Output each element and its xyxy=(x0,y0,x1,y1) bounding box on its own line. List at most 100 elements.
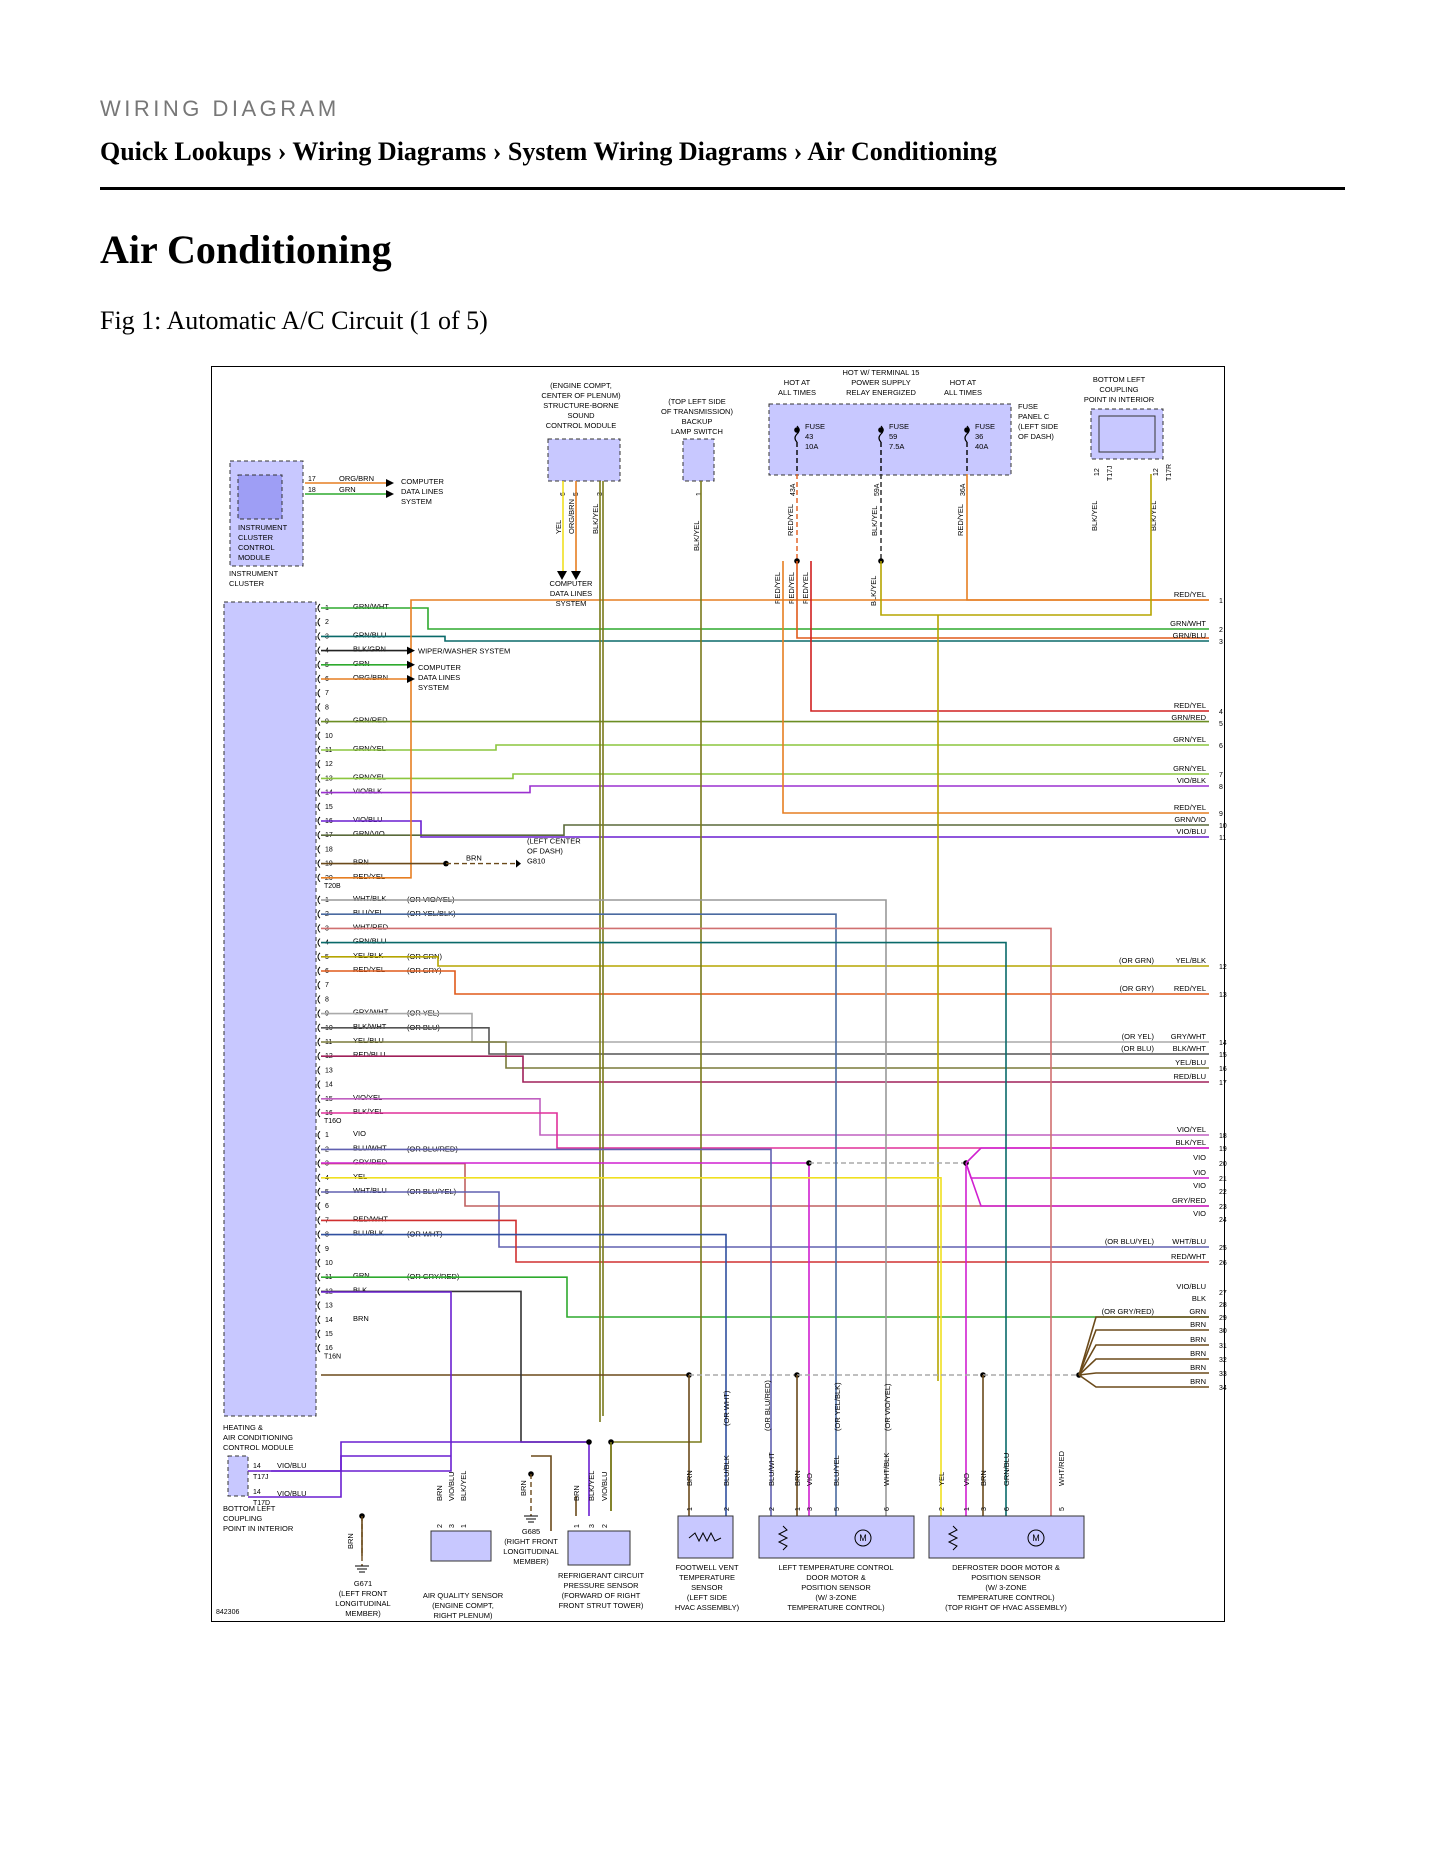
ground-icon xyxy=(524,1515,538,1523)
hvac-wire xyxy=(321,599,1209,879)
hvac-wire-label: BLK xyxy=(353,1285,367,1294)
pin-bracket xyxy=(317,1230,321,1239)
pin-bracket xyxy=(317,1051,321,1061)
motor-icon xyxy=(1027,1529,1045,1547)
fuse-wire-label: BLK/YEL xyxy=(870,506,879,536)
right-terminal-wire-label: GRY/RED xyxy=(1172,1196,1207,1205)
left-temp-control-label: DOOR MOTOR & xyxy=(806,1573,865,1582)
pin-bracket xyxy=(317,759,321,769)
brn-fan xyxy=(1078,1374,1209,1388)
vio-branch xyxy=(965,1147,1209,1164)
hvac-pin-number: 7 xyxy=(325,982,329,989)
right-terminal-number: 23 xyxy=(1219,1204,1227,1211)
hvac-wire-label: RED/WHT xyxy=(353,1214,388,1223)
fuse-pin-label: 43A xyxy=(790,483,797,496)
left-temp-wire-note: (OR BLU/RED) xyxy=(763,1380,772,1431)
footwell-sensor-label: (LEFT SIDE xyxy=(687,1593,727,1602)
right-terminal-number: 7 xyxy=(1219,772,1223,779)
top-coupling-connector: T17J xyxy=(1107,465,1114,481)
motor-icon xyxy=(854,1529,872,1547)
defroster-pin: 5 xyxy=(1059,1507,1066,1511)
pin-bracket xyxy=(317,802,321,812)
hvac-wire-label: GRN xyxy=(353,1271,370,1280)
backup-switch-label: OF TRANSMISSION) xyxy=(661,407,733,416)
defroster-motor-box xyxy=(928,1515,1085,1559)
g685-label: LONGITUDINAL xyxy=(503,1547,558,1556)
refrigerant-sensor-label: FRONT STRUT TOWER) xyxy=(559,1601,644,1610)
fuse-panel-top-label: ALL TIMES xyxy=(944,388,982,397)
g671-label: MEMBER) xyxy=(345,1609,381,1618)
fuse-panel-top-label: ALL TIMES xyxy=(778,388,816,397)
pin-bracket xyxy=(317,674,321,684)
hvac-wire-label: GRN/BLU xyxy=(353,630,386,639)
top-coupling-wire-label: BLK/YEL xyxy=(1149,501,1158,531)
ground-g810-label: G810 xyxy=(527,857,545,866)
thermistor-icon xyxy=(688,1531,722,1543)
defroster-motor-label: (TOP RIGHT OF HVAC ASSEMBLY) xyxy=(945,1603,1067,1612)
top-coupling-label: BOTTOM LEFT xyxy=(1093,375,1146,384)
pin-bracket xyxy=(317,1201,321,1211)
g685-wire xyxy=(531,1455,552,1531)
pin-bracket xyxy=(317,995,321,1004)
left-temp-pin: 1 xyxy=(795,1507,802,1511)
hvac-wire-label: BLK/GRN xyxy=(353,645,386,654)
right-terminal-wire-label: VIO xyxy=(1193,1209,1206,1218)
breadcrumb[interactable]: Quick Lookups › Wiring Diagrams › System… xyxy=(100,137,997,166)
pin-bracket xyxy=(317,816,321,826)
hvac-wire xyxy=(321,970,1209,995)
right-terminal-wire-label: BRN xyxy=(1190,1335,1206,1344)
coupling-vio-blu xyxy=(248,1441,451,1498)
right-terminal-number: 28 xyxy=(1219,1302,1227,1309)
bottom-coupling-wire-label: VIO/BLU xyxy=(277,1489,307,1498)
right-terminal-wire-label: BLK xyxy=(1192,1294,1206,1303)
right-terminal-number: 14 xyxy=(1219,1040,1227,1047)
bottom-coupling-label: COUPLING xyxy=(223,1514,262,1523)
sound-module-label: STRUCTURE-BORNE xyxy=(543,401,618,410)
backup-switch-label: BACKUP xyxy=(682,417,713,426)
right-terminal-number: 20 xyxy=(1219,1161,1227,1168)
wiper-washer-label: WIPER/WASHER SYSTEM xyxy=(418,647,510,656)
fuse59-lower-wire-label: BLK/YEL xyxy=(869,576,878,606)
air-quality-wire-label: BRN xyxy=(435,1485,444,1501)
splice-wire-label: RED/YEL xyxy=(801,572,810,604)
pin-bracket xyxy=(317,1315,321,1325)
sound-module-label: SOUND xyxy=(567,411,595,420)
header-divider xyxy=(100,187,1345,190)
backup-switch-pin: 1 xyxy=(696,492,703,496)
blu-blk-drop xyxy=(321,1233,727,1516)
sound-module-box xyxy=(547,438,621,482)
right-terminal-number: 16 xyxy=(1219,1066,1227,1073)
footwell-pin: 2 xyxy=(724,1507,731,1511)
fuse-panel-top-label: HOT AT xyxy=(950,378,977,387)
pin-bracket xyxy=(317,632,321,641)
fuse-wire-label: RED/YEL xyxy=(956,504,965,536)
hvac-pin-number: 1 xyxy=(325,1132,329,1139)
right-terminal-number: 22 xyxy=(1219,1189,1227,1196)
fuse-panel-top-label: HOT W/ TERMINAL 15 xyxy=(843,368,920,377)
arrow-icon xyxy=(407,660,415,669)
hvac-wire-label: GRN/BLU xyxy=(353,937,386,946)
hvac-connector-id: T20B xyxy=(324,883,341,890)
fuse-terminal-dot xyxy=(794,427,800,433)
pin-bracket xyxy=(317,1187,321,1197)
left-temp-wire-label: BLU/WHT xyxy=(767,1452,776,1486)
g685-label: G685 xyxy=(522,1527,540,1536)
defroster-motor-label: (W/ 3-ZONE xyxy=(985,1583,1026,1592)
footwell-pin: 1 xyxy=(687,1507,694,1511)
fuse-panel-label: PANEL C xyxy=(1018,412,1050,421)
instrument-cluster-module-label: MODULE xyxy=(238,553,270,562)
hvac-wire xyxy=(321,773,1209,780)
hvac-wire xyxy=(321,1097,1209,1136)
hvac-wire-label: BLK/WHT xyxy=(353,1022,387,1031)
hvac-control-module-label: HEATING & xyxy=(223,1423,263,1432)
left-temp-wire-note: (OR YEL/BLK) xyxy=(833,1382,842,1431)
right-terminal-number: 21 xyxy=(1219,1176,1227,1183)
bottom-coupling-label: POINT IN INTERIOR xyxy=(223,1524,294,1533)
pin-bracket xyxy=(317,688,321,698)
sound-module-wire-label: BLK/YEL xyxy=(591,504,600,534)
left-temp-control-box xyxy=(758,1515,915,1559)
right-terminal-number: 8 xyxy=(1219,784,1223,791)
hvac-wire xyxy=(321,1041,1209,1069)
refrigerant-sensor-box xyxy=(567,1530,631,1566)
pin-bracket xyxy=(317,1244,321,1254)
